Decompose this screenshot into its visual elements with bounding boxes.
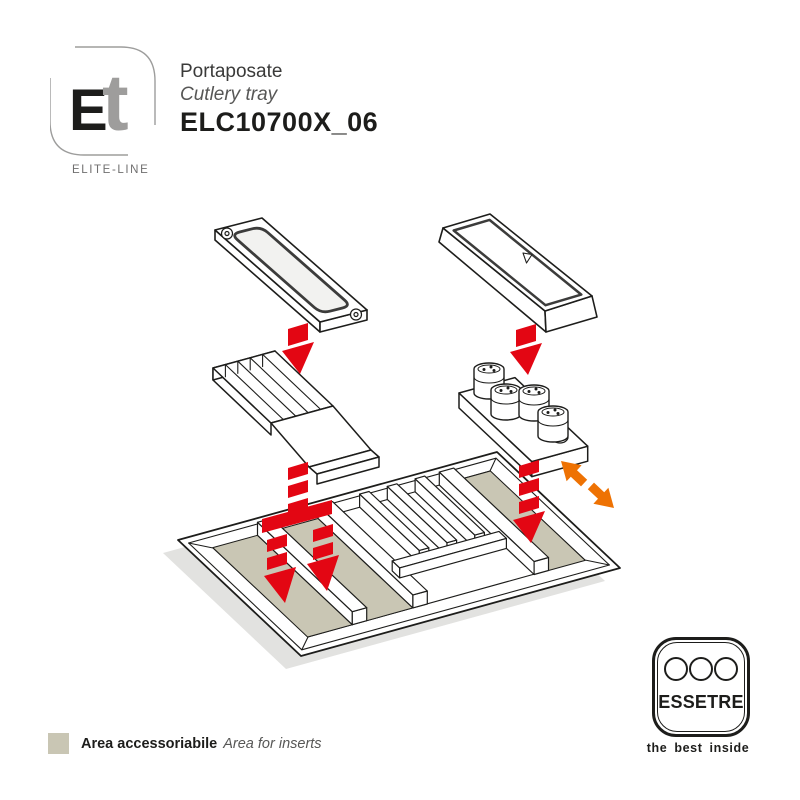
legend: Area accessoriabile Area for inserts: [48, 733, 322, 754]
legend-swatch: [48, 733, 69, 754]
product-code: ELC10700X_06: [180, 107, 379, 137]
screw-icon: [220, 227, 363, 321]
legend-label-en: Area for inserts: [223, 735, 322, 752]
legend-label-it: Area accessoriabile: [81, 735, 218, 752]
elite-line-logo-mark: E t ELITE-LINE: [49, 46, 156, 176]
product-title-block: Portaposate Cutlery tray ELC10700X_06: [180, 60, 379, 137]
circle-icon: [689, 657, 713, 681]
spice-jar: [537, 405, 569, 443]
elite-line-logo: E t ELITE-LINE: [49, 40, 162, 180]
circle-icon: [664, 657, 688, 681]
lid-cover: [438, 213, 598, 333]
essetre-logo: ESSETRE: [652, 637, 750, 737]
logo-letter-t: t: [102, 58, 129, 147]
mold-arrow-icon: [522, 252, 533, 264]
spice-jar: [490, 383, 522, 421]
slide-double-arrow-orange: [561, 461, 614, 508]
essetre-wordmark: ESSETRE: [658, 692, 744, 712]
knife-block-insert: [212, 350, 380, 485]
essetre-circles-icon: [655, 657, 747, 681]
logo-subtitle: ELITE-LINE: [72, 164, 149, 176]
circle-icon: [714, 657, 738, 681]
product-title-en: Cutlery tray: [180, 84, 278, 105]
cover-panel: [214, 217, 368, 333]
logo-letter-e: E: [69, 78, 108, 143]
split-down-arrow-red: [262, 462, 339, 603]
essetre-logo-inner-border: [657, 642, 745, 732]
insert-down-arrow-red: [282, 323, 545, 543]
essetre-tagline: the best inside: [646, 741, 750, 755]
spice-jar-rack: [458, 362, 589, 478]
product-title-it: Portaposate: [180, 61, 283, 82]
